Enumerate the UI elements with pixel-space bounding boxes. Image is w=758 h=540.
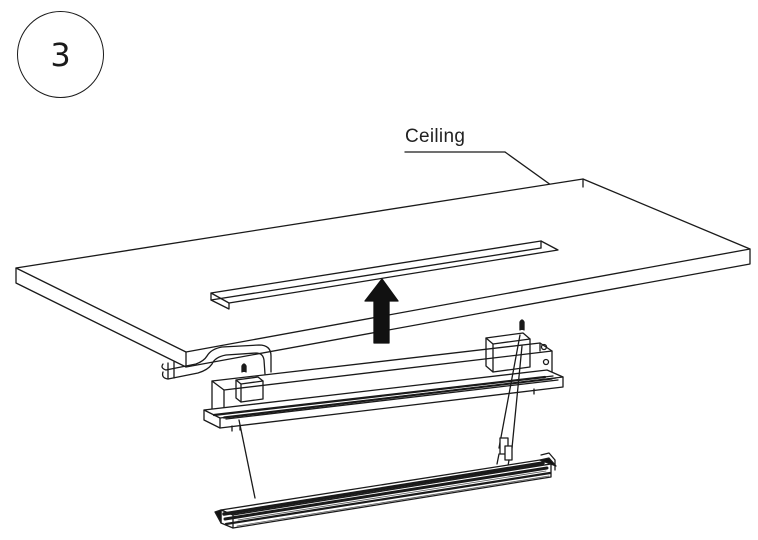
- flexible-conduit: [161, 344, 272, 380]
- step-badge: 3: [17, 11, 104, 98]
- diffuser-trim: [214, 452, 557, 529]
- suspension-wire: [238, 334, 523, 499]
- ceiling-cutout: [210, 240, 559, 310]
- light-housing: [203, 319, 564, 432]
- ceiling-label: Ceiling: [405, 126, 466, 147]
- upward-arrow: [364, 278, 399, 344]
- step-number: 3: [50, 35, 71, 74]
